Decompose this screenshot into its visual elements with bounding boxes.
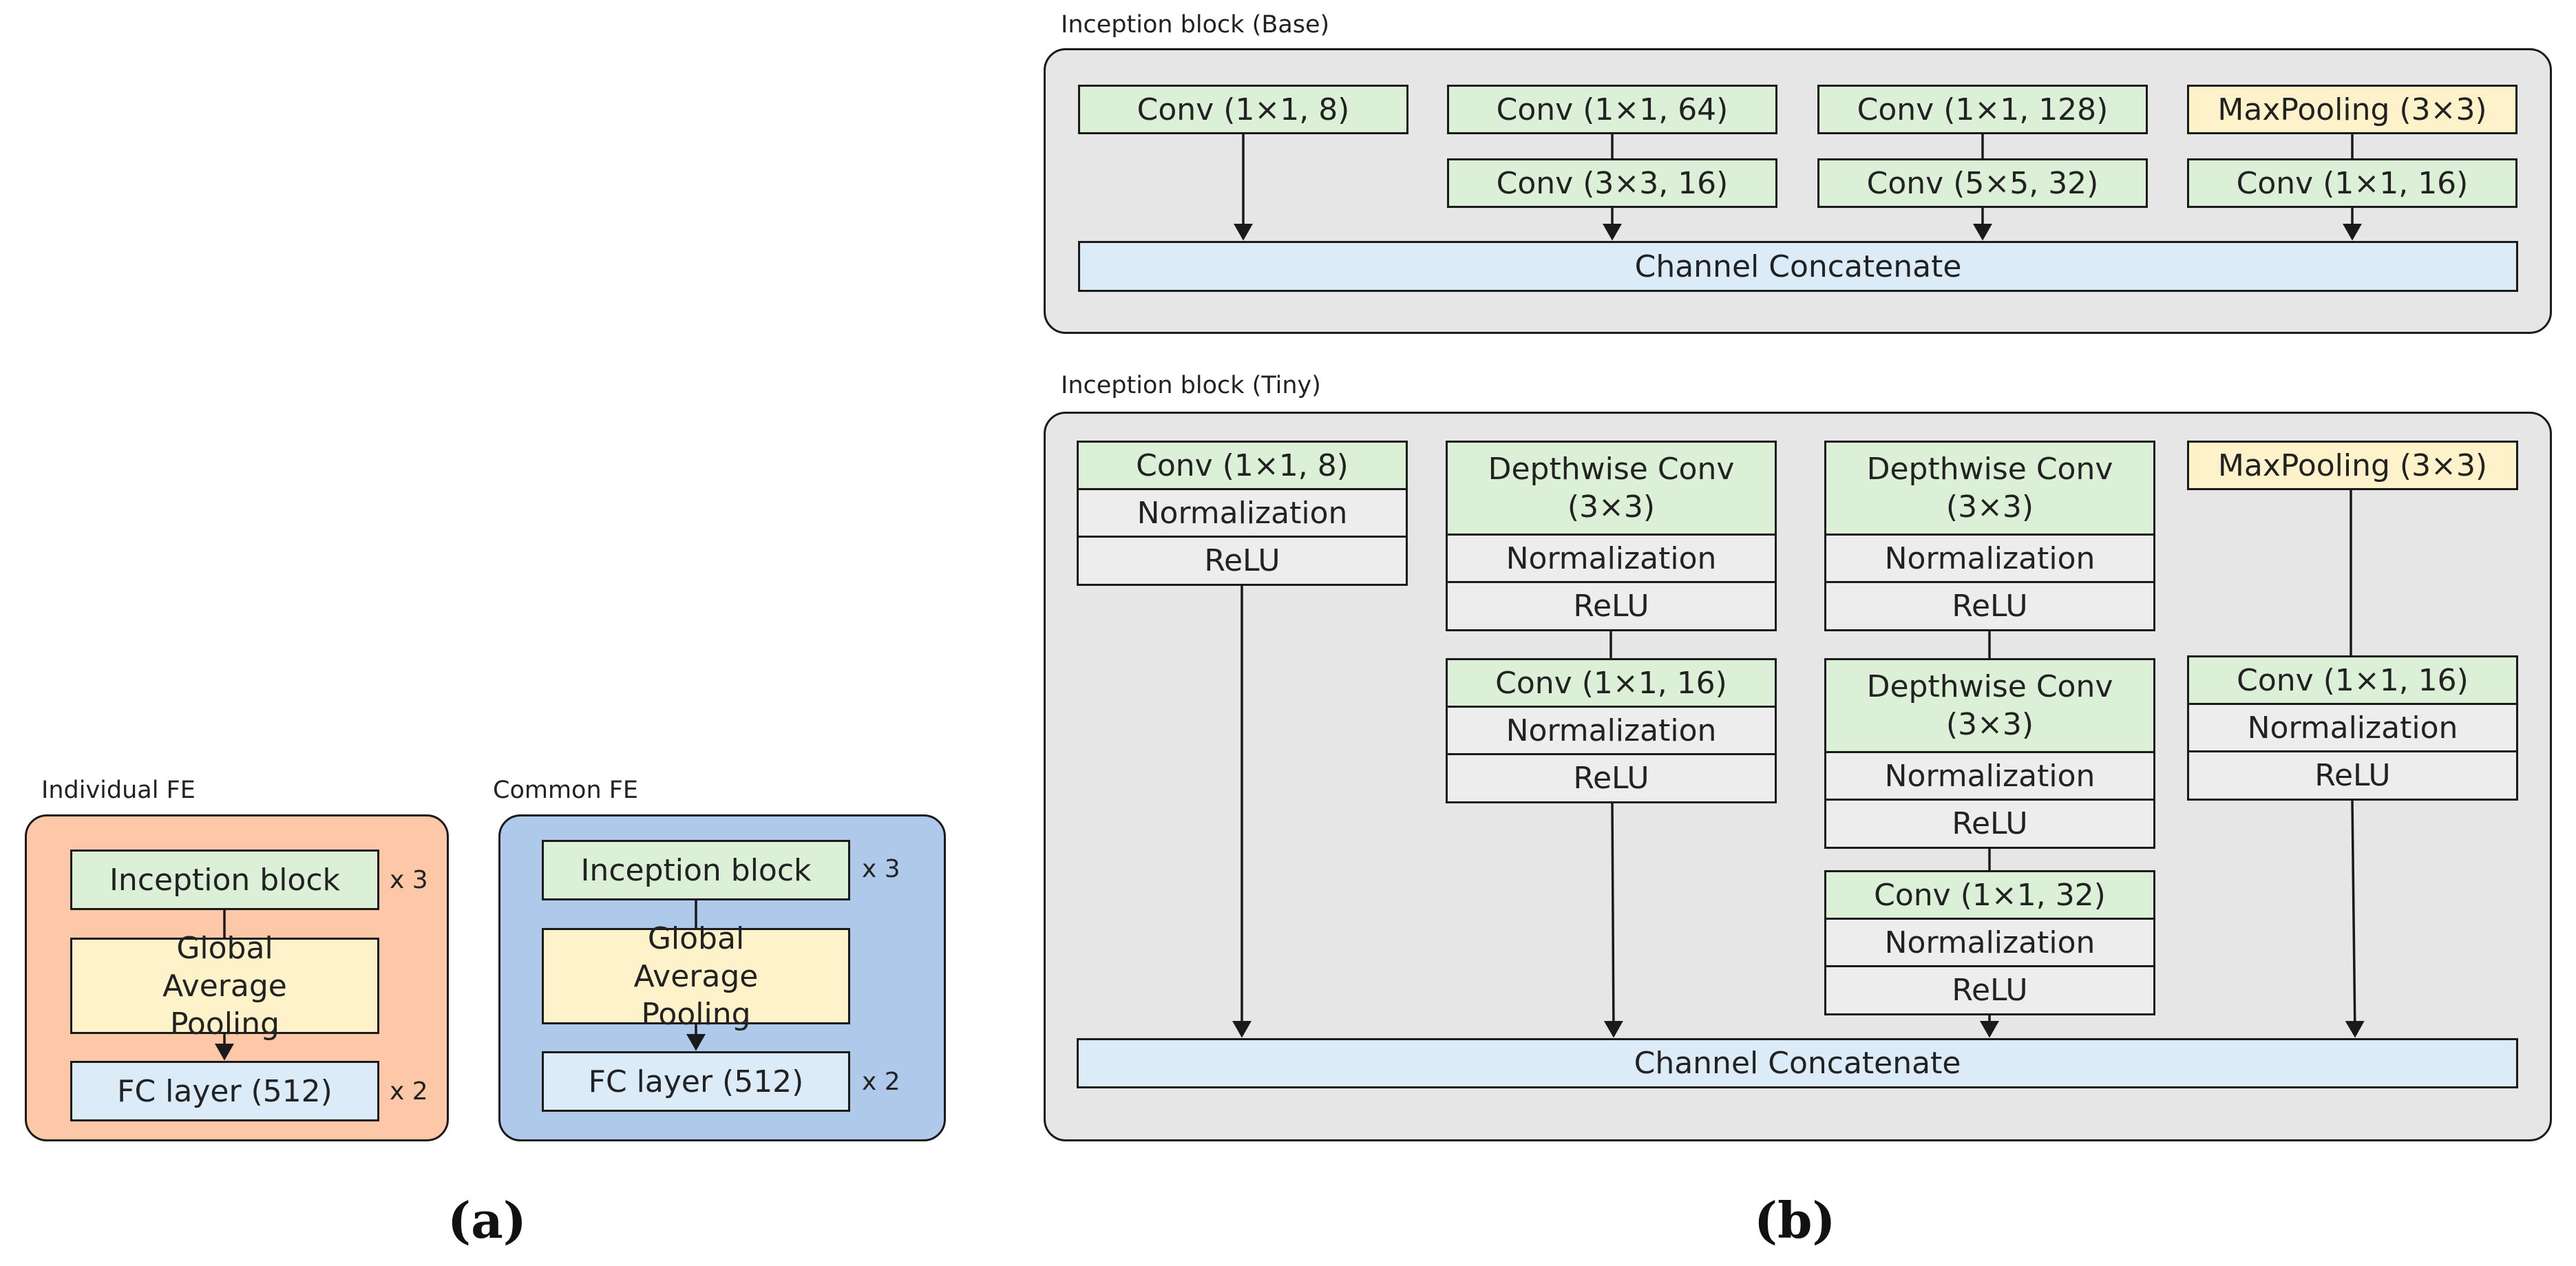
common-inception-block: Inception block — [542, 840, 850, 900]
tiny-c4-maxpooling: MaxPooling (3×3) — [2187, 441, 2518, 490]
tiny-c3-depthwise-conv-1: Depthwise Conv (3×3) — [1824, 441, 2155, 536]
tiny-c3-normalization-1: Normalization — [1824, 534, 2155, 583]
tiny-c4-normalization: Normalization — [2187, 703, 2518, 752]
tiny-c3-relu-3: ReLU — [1824, 965, 2155, 1015]
base-branch3-conv-1x1: Conv (1×1, 128) — [1817, 85, 2148, 134]
tiny-c1-relu: ReLU — [1077, 536, 1408, 586]
tiny-c4-conv: Conv (1×1, 16) — [2187, 655, 2518, 705]
base-block-title: Inception block (Base) — [1061, 11, 1330, 39]
tiny-c3-relu-1: ReLU — [1824, 581, 2155, 631]
common-inception-multiplier: x 3 — [862, 855, 900, 883]
tiny-c2-conv: Conv (1×1, 16) — [1446, 658, 1777, 708]
individual-inception-multiplier: x 3 — [390, 866, 428, 894]
tiny-c4-relu: ReLU — [2187, 750, 2518, 801]
individual-global-average-pooling: Global Average Pooling — [70, 931, 379, 1042]
base-branch2-conv-3x3: Conv (3×3, 16) — [1447, 158, 1777, 208]
tiny-block-title: Inception block (Tiny) — [1061, 372, 1321, 399]
tiny-c3-conv: Conv (1×1, 32) — [1824, 870, 2155, 920]
tiny-c3-depthwise-conv-2: Depthwise Conv (3×3) — [1824, 658, 2155, 753]
tiny-c3-normalization-3: Normalization — [1824, 918, 2155, 967]
tiny-c1-normalization: Normalization — [1077, 488, 1408, 538]
individual-fc-layer: FC layer (512) — [70, 1061, 379, 1121]
base-branch1-conv: Conv (1×1, 8) — [1078, 85, 1408, 134]
common-fe-title: Common FE — [493, 777, 639, 804]
tiny-c2-normalization-1: Normalization — [1446, 534, 1777, 583]
individual-fc-multiplier: x 2 — [390, 1077, 428, 1106]
individual-fe-title: Individual FE — [41, 777, 196, 804]
base-channel-concatenate: Channel Concatenate — [1078, 241, 2518, 292]
common-global-average-pooling: Global Average Pooling — [542, 921, 850, 1032]
base-branch4-conv-1x1: Conv (1×1, 16) — [2187, 158, 2517, 208]
tiny-channel-concatenate: Channel Concatenate — [1077, 1038, 2518, 1088]
tiny-c2-relu-2: ReLU — [1446, 753, 1777, 803]
tiny-c2-relu-1: ReLU — [1446, 581, 1777, 631]
tiny-c2-normalization-2: Normalization — [1446, 706, 1777, 755]
base-branch3-conv-5x5: Conv (5×5, 32) — [1817, 158, 2148, 208]
base-branch2-conv-1x1: Conv (1×1, 64) — [1447, 85, 1777, 134]
tiny-c1-conv: Conv (1×1, 8) — [1077, 441, 1408, 490]
tiny-c2-depthwise-conv: Depthwise Conv (3×3) — [1446, 441, 1777, 536]
individual-inception-block: Inception block — [70, 850, 379, 910]
common-fc-multiplier: x 2 — [862, 1068, 900, 1096]
tiny-c3-normalization-2: Normalization — [1824, 751, 2155, 801]
caption-a: (a) — [447, 1191, 527, 1249]
caption-b: (b) — [1754, 1191, 1836, 1249]
common-fc-layer: FC layer (512) — [542, 1051, 850, 1112]
base-branch4-maxpooling: MaxPooling (3×3) — [2187, 85, 2517, 134]
tiny-c3-relu-2: ReLU — [1824, 799, 2155, 849]
